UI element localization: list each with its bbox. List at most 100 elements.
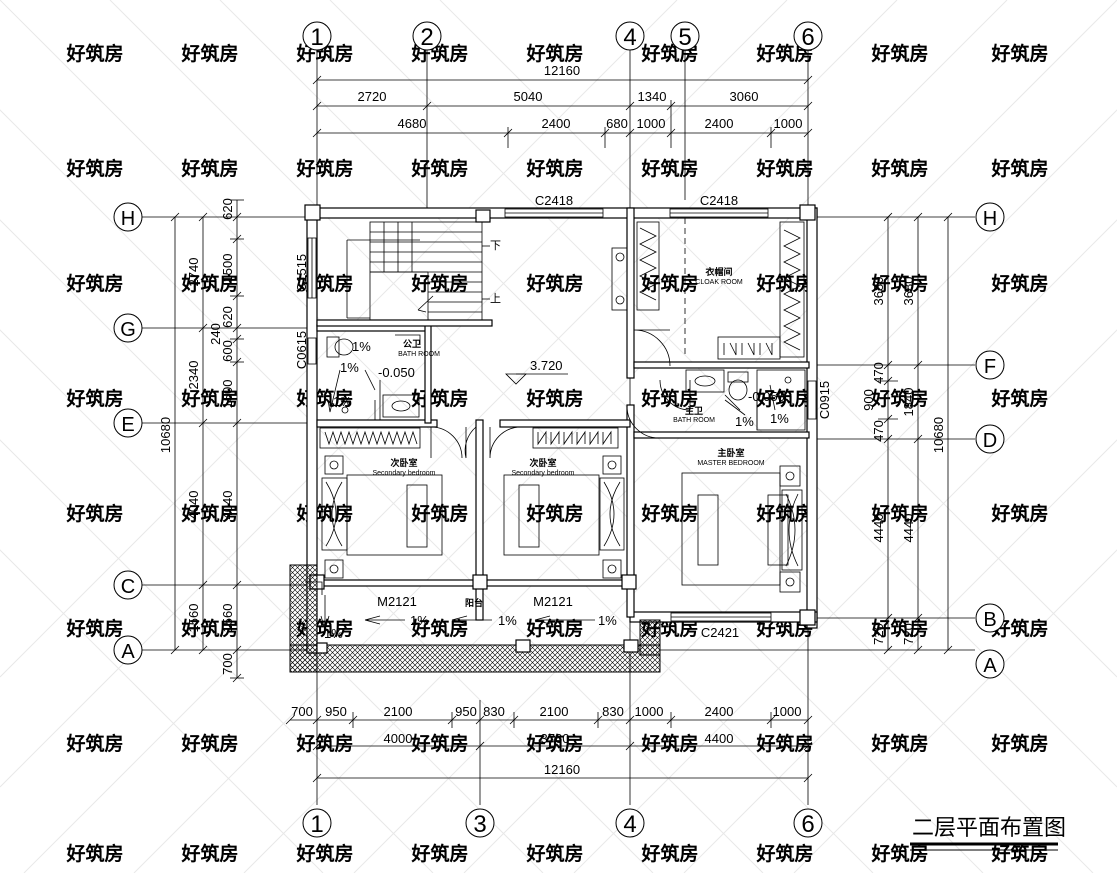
stair-south-wall xyxy=(316,319,493,327)
svg-text:2: 2 xyxy=(420,24,433,51)
door-bedroom-b xyxy=(489,426,522,459)
master-bedroom-furniture xyxy=(681,465,803,593)
room-master-bed-cn: 主卧室 xyxy=(717,447,744,458)
column-1H xyxy=(304,204,321,221)
cabinet-hall xyxy=(611,247,628,311)
dim-left-inner-3: 240 xyxy=(208,323,223,345)
label-door-m2121-a: M2121 xyxy=(377,594,417,609)
dim-top-r1-0: 2720 xyxy=(358,89,387,104)
nightstand-b1 xyxy=(602,455,622,475)
partition-4-lower xyxy=(626,404,635,618)
watermark-text: 好筑房 xyxy=(180,157,238,180)
watermark-text: 好筑房 xyxy=(295,502,353,525)
watermark-text: 好筑房 xyxy=(65,617,123,640)
label-slope-1: 1% xyxy=(352,339,371,354)
dim-top-r1-1: 5040 xyxy=(514,89,543,104)
svg-text:A: A xyxy=(983,655,997,677)
drawing-title: 二层平面布置图 xyxy=(912,816,1066,841)
watermark-text: 好筑房 xyxy=(410,842,468,865)
axis-bubble-left-C: C xyxy=(113,570,143,600)
floor-drain-public xyxy=(341,406,349,414)
axis-bubble-top-6: 6 xyxy=(793,21,823,51)
right-dimensions xyxy=(878,212,953,655)
watermark-text: 好筑房 xyxy=(755,502,813,525)
label-slope-6: 1% xyxy=(410,613,429,628)
staircase xyxy=(346,221,490,321)
watermark-text: 好筑房 xyxy=(755,732,813,755)
dim-left-mid-1: 2340 xyxy=(186,361,201,390)
bottom-dimension-text: 700 950 2100 950 830 2100 830 1000 2400 … xyxy=(291,704,801,777)
axis-bubble-left-A: A xyxy=(113,635,143,665)
bedroom-a-furniture xyxy=(319,427,443,579)
stair-down-label: 下 xyxy=(490,240,501,252)
bedroom-a-north-wall xyxy=(316,419,438,428)
dim-top-r2-0: 4680 xyxy=(398,116,427,131)
column-6B xyxy=(799,609,816,626)
window-c0615 xyxy=(307,337,317,365)
watermark-text: 好筑房 xyxy=(755,272,813,295)
balcony-rail-south xyxy=(289,644,661,673)
label-elevation-bath2: -0.050 xyxy=(748,389,785,404)
dim-bottom-total: 12160 xyxy=(544,762,580,777)
watermark-text: 好筑房 xyxy=(990,732,1048,755)
toilet-tank-public xyxy=(326,336,340,358)
watermark-text: 好筑房 xyxy=(870,157,928,180)
svg-text:E: E xyxy=(121,414,134,436)
watermark-text: 好筑房 xyxy=(295,842,353,865)
column-4C xyxy=(621,574,637,590)
dim-right-inner-4: 4440 xyxy=(871,514,886,543)
dim-right-mid-1: 1840 xyxy=(901,388,916,417)
label-slope-9: 1% xyxy=(324,626,343,641)
label-window-c2418-b: C2418 xyxy=(700,193,738,208)
dim-bottom-r1-2: 2100 xyxy=(384,704,413,719)
left-dimensions xyxy=(170,199,244,683)
svg-text:H: H xyxy=(983,208,997,230)
room-master-bed-en: MASTER BEDROOM xyxy=(697,460,764,467)
wardrobe-bottom xyxy=(717,336,781,360)
dim-top-r2-1: 2400 xyxy=(542,116,571,131)
watermark-text: 好筑房 xyxy=(410,732,468,755)
label-window-c0915: C0915 xyxy=(817,381,832,419)
label-slope-5: 1% xyxy=(770,411,789,426)
watermark-text: 好筑房 xyxy=(870,842,928,865)
watermark-text: 好筑房 xyxy=(410,157,468,180)
dim-left-inner-8: 700 xyxy=(220,653,235,675)
axis-bubble-bottom-3: 3 xyxy=(465,808,495,838)
label-door-m2121-b: M2121 xyxy=(533,594,573,609)
stair-up-label: 上 xyxy=(490,292,501,305)
watermark-text: 好筑房 xyxy=(65,272,123,295)
svg-text:6: 6 xyxy=(801,24,814,51)
watermark-text: 好筑房 xyxy=(180,732,238,755)
watermark-text: 好筑房 xyxy=(870,387,928,410)
dim-top-total: 12160 xyxy=(544,63,580,78)
top-dimension-text: 12160 2720 5040 1340 3060 4680 2400 680 … xyxy=(358,63,803,131)
axis-bubbles: 1 2 4 5 6 1 3 4 6 H G E C A H F D B A xyxy=(113,21,1005,838)
watermark-text: 好筑房 xyxy=(525,842,583,865)
nightstand-m2 xyxy=(779,571,801,593)
dim-left-mid-3: 1560 xyxy=(186,604,201,633)
nightstand-a1 xyxy=(324,455,344,475)
dim-left-inner-4: 600 xyxy=(220,340,235,362)
dim-bottom-r1-1: 950 xyxy=(325,704,347,719)
watermark-text: 好筑房 xyxy=(990,157,1048,180)
public-bath-east-wall xyxy=(424,324,432,424)
dim-left-inner-5: 1500 xyxy=(220,380,235,409)
room-labels: 公卫 BATH ROOM 衣帽间 CLOAK ROOM 主卫 BATH ROOM… xyxy=(372,266,764,477)
svg-text:1: 1 xyxy=(310,24,323,51)
watermark-text: 好筑房 xyxy=(65,42,123,65)
bed-master xyxy=(681,472,781,586)
dim-left-mid-2: 4040 xyxy=(186,491,201,520)
dim-bottom-r1-7: 1000 xyxy=(635,704,664,719)
axis-bubble-bottom-6: 6 xyxy=(793,808,823,838)
axis-bubble-right-H: H xyxy=(975,202,1005,232)
watermark-text: 好筑房 xyxy=(410,272,468,295)
master-bath-fixtures xyxy=(685,369,806,431)
watermark-text: 好筑房 xyxy=(990,502,1048,525)
room-cloak-cn: 衣帽间 xyxy=(705,266,732,277)
room-cloak-en: CLOAK ROOM xyxy=(695,279,743,286)
dim-right-inner-2: 900 xyxy=(861,389,876,411)
dim-right-mid-3: 720 xyxy=(901,623,916,645)
watermark-text: 好筑房 xyxy=(990,272,1048,295)
nightstand-a2 xyxy=(324,559,344,579)
master-bath-south-wall xyxy=(633,431,810,439)
